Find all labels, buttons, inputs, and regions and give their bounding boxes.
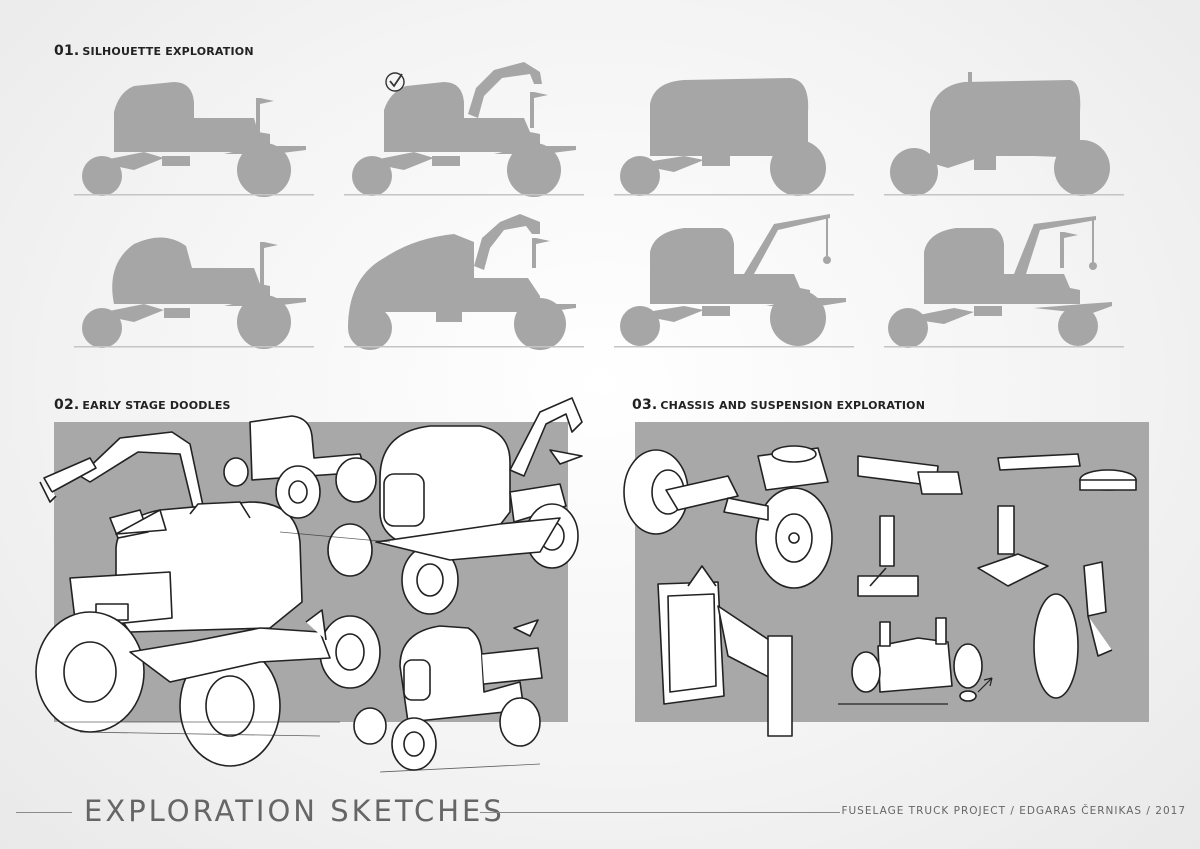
footer-rule-left	[16, 812, 72, 813]
footer-credit: FUSELAGE TRUCK PROJECT / EDGARAS ČERNIKA…	[841, 805, 1186, 817]
silhouette-1	[74, 82, 314, 197]
chassis-sketches	[623, 445, 1137, 737]
check-icon	[385, 72, 405, 92]
section-02-number: 02.	[54, 397, 80, 413]
silhouette-5	[74, 237, 314, 349]
section-03-title: 03.CHASSIS AND SUSPENSION EXPLORATION	[632, 397, 925, 413]
silhouette-4	[884, 72, 1124, 196]
doodle-sketches	[35, 397, 583, 773]
silhouette-8	[884, 216, 1124, 348]
section-01-number: 01.	[54, 43, 80, 59]
section-03-label: CHASSIS AND SUSPENSION EXPLORATION	[660, 399, 926, 412]
silhouette-6	[344, 214, 584, 350]
silhouette-3	[614, 78, 854, 196]
silhouette-7	[614, 214, 854, 348]
section-03-number: 03.	[632, 397, 658, 413]
footer-title: EXPLORATION SKETCHES	[84, 794, 505, 828]
section-02-label: EARLY STAGE DOODLES	[82, 399, 231, 412]
footer-rule-right	[480, 812, 840, 813]
section-02-title: 02.EARLY STAGE DOODLES	[54, 397, 231, 413]
silhouette-2	[344, 62, 584, 197]
section-01-title: 01.SILHOUETTE EXPLORATION	[54, 43, 254, 59]
section-01-label: SILHOUETTE EXPLORATION	[82, 45, 254, 58]
